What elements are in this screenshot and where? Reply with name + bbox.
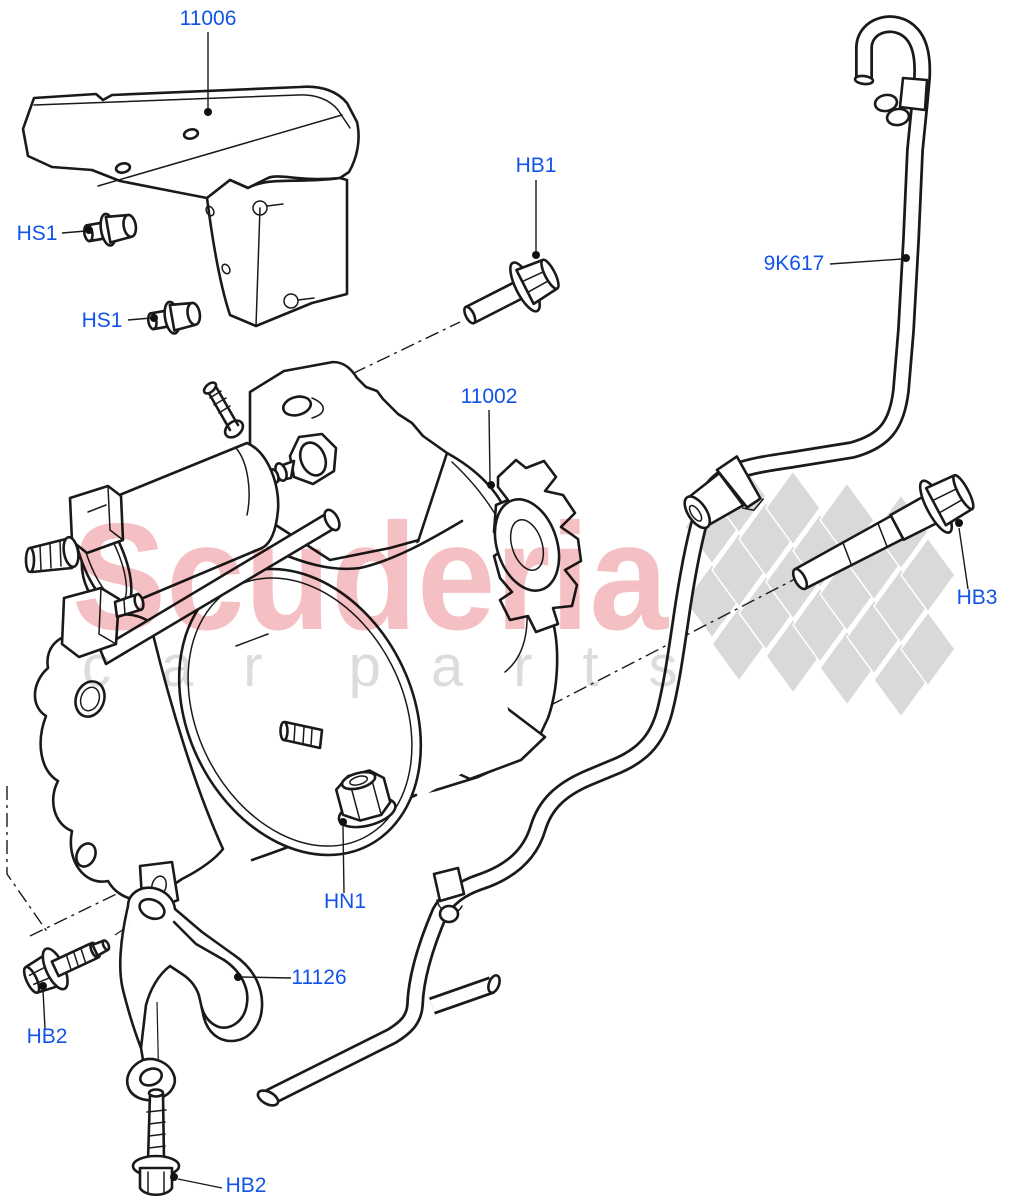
bolt-hb2-upper-figure [22, 939, 111, 994]
leader-lines [39, 32, 969, 1189]
callout-hn1[interactable]: HN1 [324, 890, 366, 913]
screw-hs1-upper-figure [82, 212, 138, 247]
bracket-figure [118, 886, 264, 1107]
callout-11126[interactable]: 11126 [291, 966, 346, 989]
hose-figure [256, 15, 932, 1107]
callout-11006[interactable]: 11006 [180, 7, 237, 30]
callout-hs1-lower[interactable]: HS1 [82, 309, 123, 332]
watermark-tagline-text: car parts [82, 634, 728, 699]
screw-hs1-lower-figure [146, 300, 202, 335]
flange-nut-hn1-figure [334, 769, 397, 829]
callout-11002[interactable]: 11002 [461, 385, 518, 408]
callout-hb2-lower[interactable]: HB2 [226, 1174, 267, 1197]
callout-hs1-upper[interactable]: HS1 [17, 222, 58, 245]
watermark-brand-text: Scuderia [72, 492, 669, 662]
callout-hb3[interactable]: HB3 [957, 586, 998, 609]
bolt-hb2-lower-figure [131, 1088, 181, 1197]
callout-9k617[interactable]: 9K617 [764, 252, 825, 275]
bolt-hb3-figure [791, 473, 975, 591]
brand-watermark: Scuderia car parts [72, 492, 728, 699]
callout-hb2-upper[interactable]: HB2 [27, 1025, 68, 1048]
bolt-hb1-figure [463, 258, 560, 325]
callout-hb1[interactable]: HB1 [516, 154, 557, 177]
heat-shield-figure [21, 85, 360, 328]
